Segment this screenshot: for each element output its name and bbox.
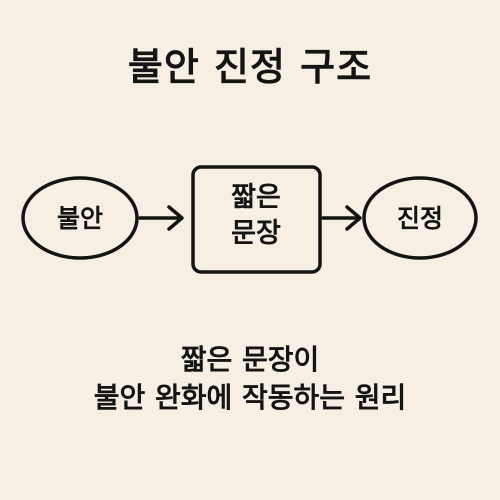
anxiety-node-shape: [21, 176, 139, 260]
caption-line-1: 짧은 문장이: [180, 343, 320, 376]
short-sentence-node-label: 짧은 문장: [192, 180, 320, 252]
arrow-sentence-to-calm: [321, 205, 362, 231]
short-sentence-line-2: 문장: [231, 218, 281, 249]
diagram-title: 불안 진정 구조: [127, 45, 373, 89]
calm-node-label: 진정: [396, 204, 443, 233]
short-sentence-line-1: 짧은: [231, 182, 281, 213]
caption-line-2: 불안 완화에 작동하는 원리: [93, 381, 407, 414]
short-sentence-node-shape: [191, 165, 322, 274]
anxiety-node-label: 불안: [56, 204, 103, 233]
calm-node-shape: [362, 176, 478, 260]
arrow-anxiety-to-sentence: [138, 205, 184, 231]
